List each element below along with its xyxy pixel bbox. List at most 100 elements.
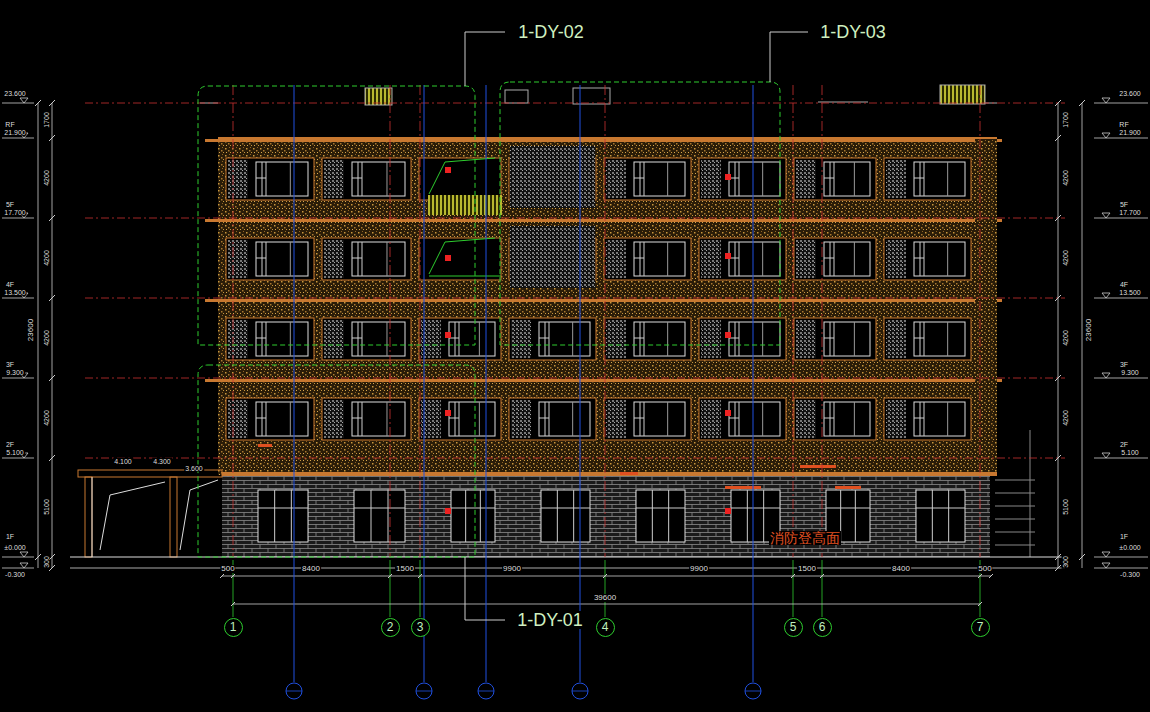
mullion	[667, 322, 668, 356]
mullion	[572, 322, 573, 356]
axis-number: 5	[790, 621, 797, 633]
note-mark	[835, 486, 861, 489]
mullion	[824, 178, 834, 179]
dimension-tick	[1079, 554, 1085, 560]
mullion	[739, 322, 740, 356]
window-opening	[226, 318, 314, 360]
mullion	[539, 338, 549, 339]
mullion	[947, 322, 948, 356]
louver-panel	[701, 400, 721, 438]
window-opening	[884, 318, 971, 360]
mullion	[824, 258, 834, 259]
mullion	[830, 162, 831, 196]
roof-vent	[940, 85, 985, 104]
mullion	[644, 402, 645, 436]
level-text: RF	[1118, 121, 1129, 128]
canopy-post	[85, 477, 92, 557]
window-frame	[729, 242, 780, 276]
mullion	[920, 162, 921, 196]
callout-tag: 1-DY-03	[819, 23, 886, 41]
section-mark	[286, 683, 302, 699]
mullion	[480, 490, 481, 542]
axis-line	[793, 85, 794, 557]
window-frame	[256, 242, 308, 276]
mullion	[924, 402, 925, 436]
mullion	[916, 508, 965, 509]
total-dimension: 23600	[27, 318, 35, 342]
mullion	[549, 322, 550, 356]
mullion	[362, 322, 363, 356]
louver-panel	[324, 320, 344, 358]
louver-panel	[324, 400, 344, 438]
dimension-text: 8400	[301, 565, 321, 573]
level-line	[85, 458, 1065, 459]
end-wall	[975, 138, 997, 475]
louver-panel	[701, 320, 721, 358]
window-opening	[794, 238, 876, 280]
dimension-text: 4200	[1062, 169, 1069, 187]
louver-panel	[886, 160, 906, 198]
window-opening	[226, 158, 314, 200]
level-line	[85, 103, 1065, 104]
window-frame	[352, 402, 405, 436]
window-opening	[604, 318, 691, 360]
mullion	[572, 402, 573, 436]
callout-tag: 1-DY-01	[516, 611, 583, 629]
canopy-line	[100, 480, 218, 550]
mullion	[266, 162, 267, 196]
window-opening	[884, 158, 971, 200]
mullion	[920, 242, 921, 276]
louver-panel	[796, 320, 816, 358]
section-mark	[745, 691, 761, 692]
level-marker	[1102, 133, 1110, 138]
level-text: 2F	[5, 441, 15, 448]
mullion	[924, 242, 925, 276]
window-frame	[824, 242, 870, 276]
mullion	[739, 162, 740, 196]
mullion	[644, 162, 645, 196]
level-marker	[1102, 98, 1110, 103]
mullion	[762, 242, 763, 276]
level-text: -0.300	[4, 571, 26, 578]
mullion	[667, 162, 668, 196]
dimension-text: 9900	[502, 565, 522, 573]
mullion	[352, 178, 362, 179]
mullion	[354, 508, 405, 509]
axis-line	[822, 85, 823, 557]
axis-line	[980, 85, 981, 557]
mullion	[834, 322, 835, 356]
mullion	[290, 322, 291, 356]
louver-panel	[796, 160, 816, 198]
level-marker	[2, 557, 34, 558]
mullion	[640, 162, 641, 196]
level-text: 4F	[1119, 281, 1129, 288]
window-opening	[794, 398, 876, 440]
axis-number: 2	[387, 621, 394, 633]
mullion	[824, 338, 834, 339]
marker	[725, 253, 731, 259]
brick-base	[222, 475, 990, 557]
level-text: 5F	[1119, 201, 1129, 208]
stair-line	[429, 238, 501, 276]
window-frame	[916, 490, 965, 542]
window-opening	[226, 398, 314, 440]
level-line	[85, 298, 1065, 299]
level-text: 2F	[1119, 441, 1129, 448]
mullion	[465, 490, 466, 542]
level-marker	[2, 378, 34, 379]
grid-axis-bubble: 4	[596, 618, 615, 637]
window-frame	[449, 402, 495, 436]
mullion	[358, 242, 359, 276]
dimension-text: 4200	[43, 329, 50, 347]
dimension-text: 1500	[395, 565, 415, 573]
mullion	[262, 162, 263, 196]
window-frame	[354, 490, 405, 542]
mullion	[455, 322, 456, 356]
level-text: 9.300	[5, 369, 25, 376]
mullion	[386, 242, 387, 276]
window-opening	[794, 158, 876, 200]
dimension-tick	[35, 554, 41, 560]
window-frame	[634, 242, 685, 276]
mullion	[830, 322, 831, 356]
dimension-text: 4200	[1062, 249, 1069, 267]
